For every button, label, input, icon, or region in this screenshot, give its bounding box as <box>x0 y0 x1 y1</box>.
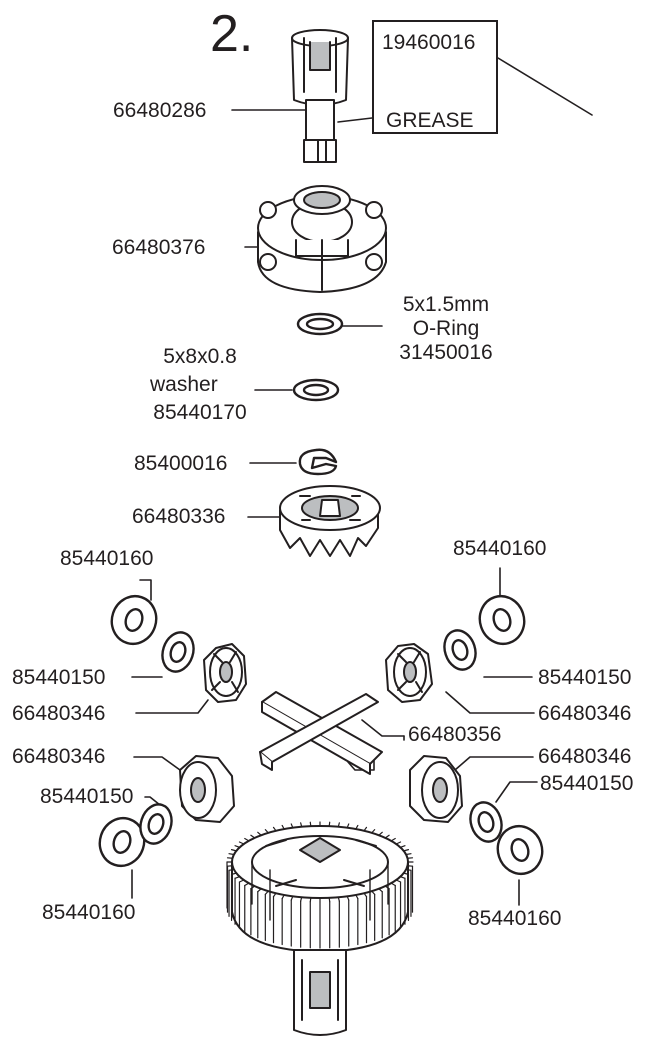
gear-tooth <box>355 824 359 830</box>
label-shim-large-tr: 85440160 <box>453 537 547 560</box>
label-shim-large-tl: 85440160 <box>60 547 154 570</box>
gear-tooth <box>309 821 312 827</box>
e-clip-part <box>298 448 338 476</box>
gear-tooth <box>230 849 237 852</box>
gear-tooth <box>346 895 350 901</box>
gear-tooth <box>337 896 340 902</box>
label-case-cap: 66480376 <box>112 236 206 259</box>
label-shim-large-bl: 85440160 <box>42 901 136 924</box>
grease-callout-box <box>372 20 498 134</box>
label-shim-small-r: 85440150 <box>538 666 632 689</box>
gear-tooth <box>328 897 331 903</box>
label-oring-name: O-Ring <box>412 317 480 340</box>
gear-tooth <box>395 841 402 845</box>
grease-part-number: 19460016 <box>382 31 476 54</box>
gear-tooth <box>238 841 245 845</box>
gear-tooth <box>346 823 350 829</box>
label-crown-gear: 66480336 <box>132 505 226 528</box>
gear-tooth <box>290 895 294 901</box>
label-shim-large-br: 85440160 <box>468 907 562 930</box>
label-washer-name: washer <box>150 373 218 396</box>
gear-tooth <box>264 829 269 834</box>
crown-gear-part <box>279 485 381 557</box>
bevel-gear-group <box>179 643 463 823</box>
gear-tooth <box>355 894 359 900</box>
gear-tooth <box>337 822 340 828</box>
x-mark-icon <box>599 79 647 131</box>
gear-tooth <box>234 845 241 848</box>
gear-tooth <box>272 826 277 832</box>
cross-pin-part <box>259 691 383 775</box>
gear-tooth <box>371 890 376 895</box>
gear-tooth <box>264 890 269 895</box>
gear-tooth <box>309 897 312 903</box>
label-cross-pin: 66480356 <box>408 723 502 746</box>
gear-tooth <box>390 837 396 842</box>
gear-tooth <box>363 826 368 832</box>
label-shim-small-bl: 85440150 <box>40 785 134 808</box>
gear-tooth <box>371 829 376 834</box>
gear-tooth <box>281 824 285 830</box>
shim-large-group <box>98 594 544 876</box>
gear-tooth <box>390 882 396 887</box>
gear-tooth <box>378 888 383 893</box>
gear-tooth <box>405 868 412 871</box>
gear-tooth <box>378 831 383 836</box>
label-gear-br: 66480346 <box>538 745 632 768</box>
grease-label: GREASE <box>386 109 474 132</box>
gear-tooth <box>403 872 410 875</box>
gear-tooth <box>399 845 406 848</box>
gear-tooth <box>272 892 277 898</box>
shim-small-group <box>139 629 503 845</box>
gear-tooth <box>234 876 241 879</box>
label-gear-bl: 66480346 <box>12 745 106 768</box>
gear-tooth <box>384 885 390 890</box>
case-cap-part <box>257 185 387 293</box>
gear-tooth <box>405 853 412 856</box>
gear-tooth <box>228 868 235 871</box>
label-e-clip: 85400016 <box>134 452 228 475</box>
gear-tooth <box>250 885 256 890</box>
label-oring-size: 5x1.5mm <box>402 293 490 316</box>
gear-tooth <box>300 896 303 902</box>
gear-tooth <box>244 837 250 842</box>
gear-tooth <box>403 849 410 852</box>
label-shim-small-br: 85440150 <box>540 772 634 795</box>
label-shim-small-l: 85440150 <box>12 666 106 689</box>
gear-tooth <box>300 822 303 828</box>
ring-gear-teeth <box>226 821 414 949</box>
gear-tooth <box>384 834 390 839</box>
gear-tooth <box>238 879 245 883</box>
gear-tooth <box>228 853 235 856</box>
gear-tooth <box>399 876 406 879</box>
gear-tooth <box>281 894 285 900</box>
label-washer-size: 5x8x0.8 <box>163 345 237 368</box>
step-number: 2. <box>210 5 254 63</box>
washer-part <box>292 378 340 402</box>
gear-tooth <box>257 888 262 893</box>
gear-tooth <box>363 892 368 898</box>
gear-tooth <box>250 834 256 839</box>
gear-tooth <box>395 879 402 883</box>
outdrive-bottom-part <box>293 949 347 1036</box>
label-gear-tl: 66480346 <box>12 702 106 725</box>
gear-tooth <box>244 882 250 887</box>
label-washer-part: 85440170 <box>153 401 247 424</box>
gear-tooth <box>328 821 331 827</box>
o-ring-part <box>296 312 344 336</box>
gear-tooth <box>230 872 237 875</box>
outdrive-top-part <box>291 29 349 163</box>
leader-lines <box>131 57 593 906</box>
label-gear-tr: 66480346 <box>538 702 632 725</box>
gear-tooth <box>257 831 262 836</box>
gear-tooth <box>290 823 294 829</box>
label-oring-part: 31450016 <box>399 341 493 364</box>
label-outdrive-top: 66480286 <box>113 99 207 122</box>
